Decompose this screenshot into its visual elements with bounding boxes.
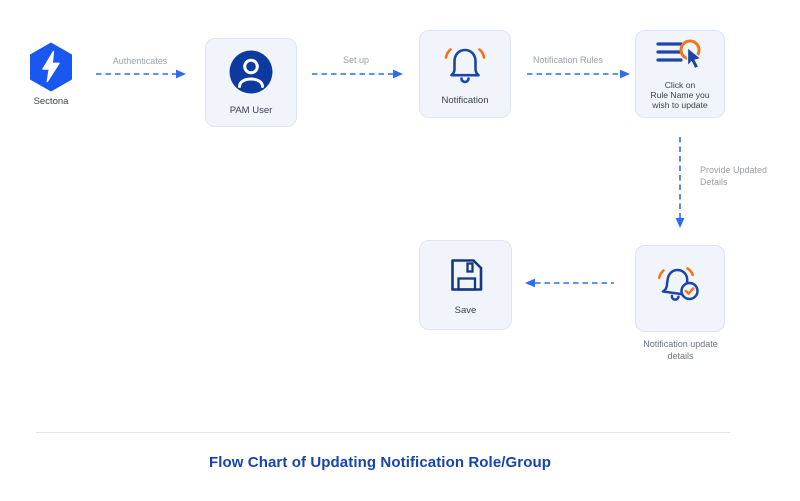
page-title: Flow Chart of Updating Notification Role… xyxy=(208,454,552,471)
click-rule-label: Click on Rule Name you wish to update xyxy=(650,80,710,110)
divider-line xyxy=(36,432,730,433)
pam-user-label: PAM User xyxy=(229,105,273,116)
notification-update-label: Notification update details xyxy=(643,339,718,361)
notification-rules-arrow xyxy=(526,67,632,86)
notification-rules-arrow-label: Notification Rules xyxy=(532,55,604,65)
provide-updated-details-label: Provide Updated Details xyxy=(700,165,768,187)
sectona-label: Sectona xyxy=(33,96,69,107)
save-node: Save xyxy=(419,240,512,330)
sectona-lightning-hexagon-icon xyxy=(29,42,73,92)
bell-icon xyxy=(441,43,489,90)
notification-update-node xyxy=(635,245,725,332)
setup-arrow-label: Set up xyxy=(342,55,370,65)
click-rule-node: Click on Rule Name you wish to update xyxy=(635,30,725,118)
rule-list-cursor-icon xyxy=(653,37,707,78)
bell-check-icon xyxy=(654,263,706,314)
notification-node: Notification xyxy=(419,30,511,118)
save-floppy-icon xyxy=(445,255,487,300)
user-circle-icon xyxy=(228,49,274,100)
provide-updated-details-arrow xyxy=(673,136,687,235)
notification-label: Notification xyxy=(441,94,489,106)
authenticates-arrow-label: Authenticates xyxy=(112,56,168,66)
pam-user-node: PAM User xyxy=(205,38,297,127)
setup-arrow xyxy=(311,67,405,86)
to-save-arrow xyxy=(524,276,616,295)
save-label: Save xyxy=(454,304,477,316)
authenticates-arrow xyxy=(95,67,188,86)
